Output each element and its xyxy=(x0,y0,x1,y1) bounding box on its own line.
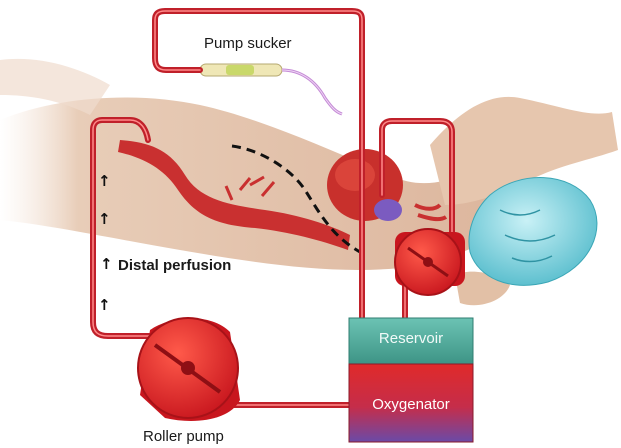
pump-sucker xyxy=(200,64,342,114)
flow-arrow-icon: ↑ xyxy=(98,172,111,190)
label-roller-pump: Roller pump xyxy=(143,428,224,445)
label-pump-sucker: Pump sucker xyxy=(204,35,292,52)
label-oxygenator: Oxygenator xyxy=(349,396,473,413)
roller-pump-graphic xyxy=(138,318,240,421)
flow-arrow-icon: ↑ xyxy=(98,296,111,314)
label-reservoir: Reservoir xyxy=(349,330,473,347)
label-distal-perfusion: Distal perfusion xyxy=(118,257,231,274)
flow-arrow-icon: ↑ xyxy=(98,210,111,228)
venous-pump xyxy=(395,229,465,295)
flow-arrow-icon: ↑ xyxy=(100,255,113,273)
